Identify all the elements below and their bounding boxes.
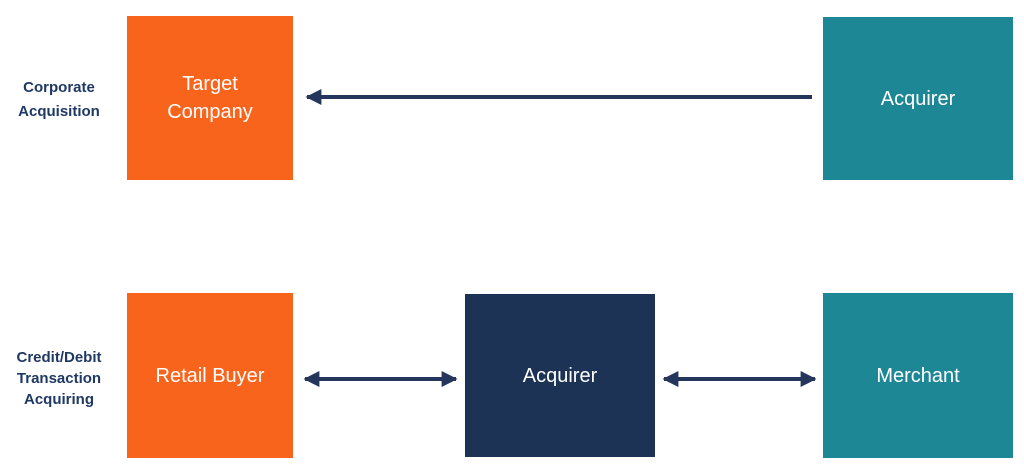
box-target-company: Target Company xyxy=(127,16,293,180)
row-label-line: Credit/Debit xyxy=(16,349,102,366)
box-label-line: Acquirer xyxy=(880,87,956,110)
box-label-line: Company xyxy=(167,101,253,123)
box-label-line: Retail Buyer xyxy=(155,364,265,387)
box-label-line: Acquirer xyxy=(522,364,598,387)
box-acquirer-corporate: Acquirer xyxy=(823,17,1013,180)
box-merchant: Merchant xyxy=(823,293,1013,458)
row-label-line: Acquiring xyxy=(24,391,94,408)
row-label-line: Corporate xyxy=(23,79,95,96)
box-retail-buyer: Retail Buyer xyxy=(127,293,293,458)
box-label-line: Merchant xyxy=(876,364,960,387)
row-label-corporate-acquisition: Corporate Acquisition xyxy=(0,76,118,124)
row-label-line: Transaction xyxy=(16,370,102,387)
box-acquirer-transaction: Acquirer xyxy=(465,294,655,457)
row-label-line: Acquisition xyxy=(18,103,100,120)
row-label-credit-debit-transaction-acquiring: Credit/Debit Transaction Acquiring xyxy=(0,347,118,410)
box-label-line: Target xyxy=(182,73,238,95)
